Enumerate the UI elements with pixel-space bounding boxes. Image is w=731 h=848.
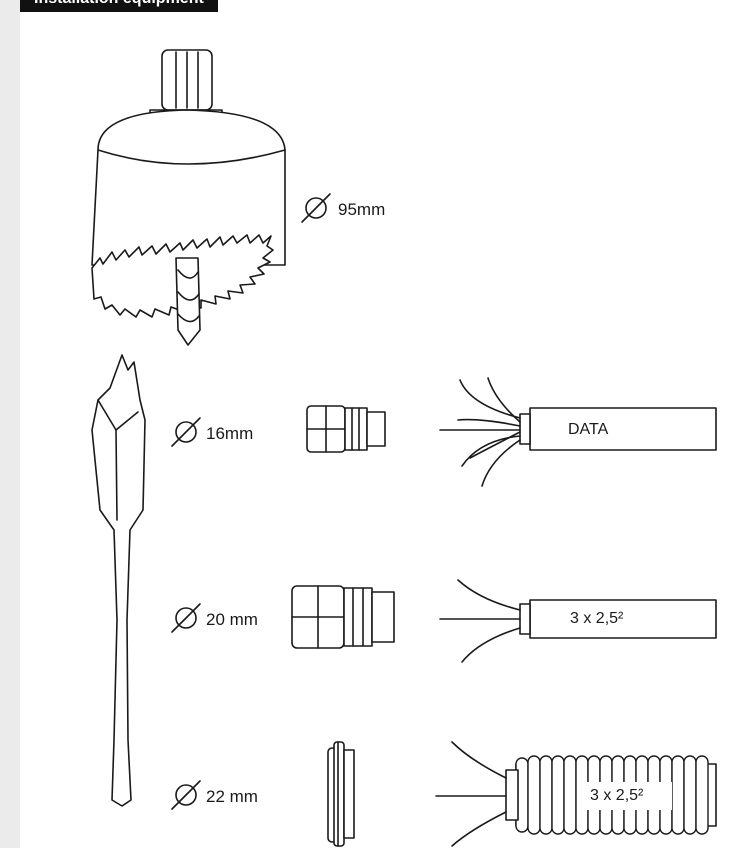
grommet-icon xyxy=(327,741,355,847)
drill-size-label: 16mm xyxy=(206,424,254,443)
cable-label: 3 x 2,5² xyxy=(590,787,644,804)
data-cable-icon xyxy=(439,377,717,487)
drill-size-label: 20 mm xyxy=(206,610,258,629)
spade-bit-icon xyxy=(91,354,146,807)
power-cable-icon xyxy=(439,579,717,663)
cable-gland-icon xyxy=(306,405,386,453)
section-title: Installation equipment xyxy=(20,0,218,12)
cable-label: 3 x 2,5² xyxy=(570,610,624,627)
conduit-cable-icon xyxy=(435,741,717,847)
hole-saw-icon xyxy=(91,49,286,346)
hole-saw-size-label: 95mm xyxy=(338,200,386,219)
cable-gland-icon xyxy=(291,585,395,649)
cable-label: DATA xyxy=(568,421,609,438)
diameter-icon xyxy=(171,193,331,810)
drill-size-label: 22 mm xyxy=(206,787,258,806)
left-margin-strip xyxy=(0,0,20,848)
